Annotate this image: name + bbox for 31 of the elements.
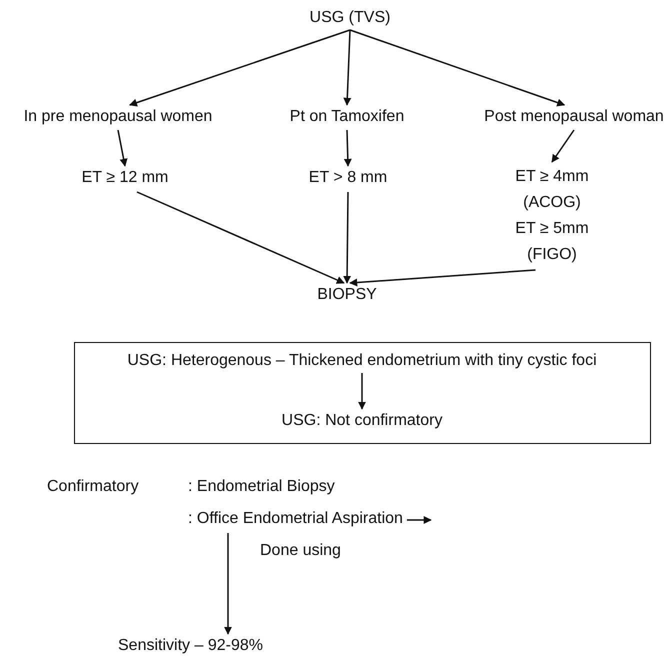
flow-text: ET > 8 mm	[293, 168, 403, 188]
flow-text: In pre menopausal women	[0, 107, 236, 127]
arrow	[343, 30, 352, 106]
note-text: : Endometrial Biopsy	[188, 477, 335, 497]
arrow	[349, 269, 536, 286]
arrow	[224, 533, 232, 635]
arrow	[551, 130, 575, 163]
flow-text: ET ≥ 12 mm	[65, 168, 185, 188]
flow-text: BIOPSY	[307, 285, 387, 305]
arrow	[358, 373, 366, 410]
flow-text: USG: Not confirmatory	[75, 411, 649, 431]
arrow	[343, 192, 352, 284]
flow-text: Pt on Tamoxifen	[262, 107, 432, 127]
flow-text: USG (TVS)	[290, 8, 410, 28]
arrow	[136, 191, 345, 284]
arrow	[350, 29, 566, 106]
content-box	[74, 342, 651, 444]
arrow	[129, 29, 350, 106]
arrow	[406, 516, 432, 524]
flow-text: Sensitivity – 92-98%	[118, 636, 263, 656]
note-text: Confirmatory	[47, 477, 139, 497]
flow-text: USG: Heterogenous – Thickened endometrium with tiny cystic foci	[75, 351, 649, 371]
flow-text: Post menopausal woman	[478, 107, 670, 127]
flow-text: : Office Endometrial Aspiration	[188, 509, 403, 529]
flow-text: ET ≥ 4mm	[514, 167, 590, 187]
flow-text: Done using	[260, 541, 341, 561]
flow-text: (ACOG)	[522, 193, 582, 213]
flow-text: ET ≥ 5mm	[514, 219, 590, 239]
flow-text: (FIGO)	[526, 245, 578, 265]
arrow	[344, 130, 352, 167]
arrow	[117, 130, 128, 167]
